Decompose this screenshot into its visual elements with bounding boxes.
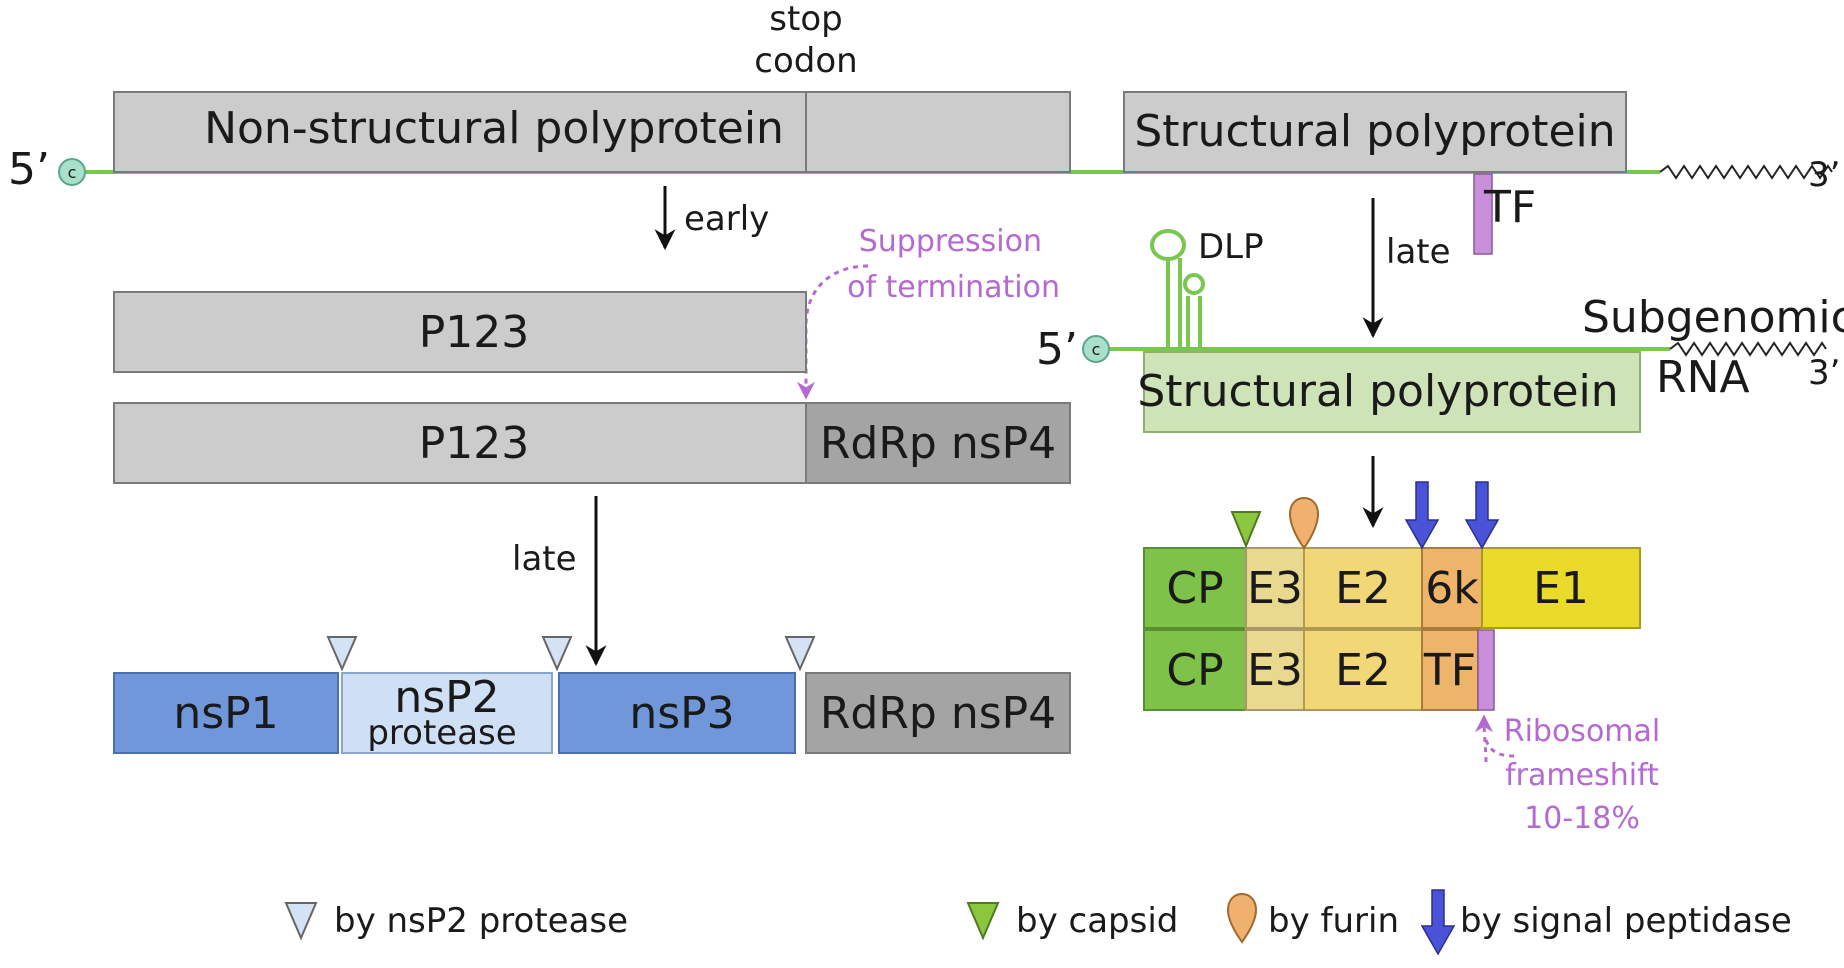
structural-polyprotein-box-subgenomic bbox=[1143, 351, 1641, 433]
subgenomic-cap-label: c bbox=[1092, 340, 1101, 359]
dlp-stem-icon bbox=[1166, 258, 1182, 348]
e3-label-row1: E3 bbox=[1247, 563, 1303, 614]
rdrp-box-p1234 bbox=[805, 402, 1071, 484]
suppression-note-2: of termination bbox=[847, 270, 1060, 305]
nonstructural-polyprotein-box bbox=[113, 91, 807, 173]
nonstructural-polyprotein-label: Non-structural polyprotein bbox=[204, 103, 784, 154]
nsp1-box bbox=[113, 672, 339, 754]
k6-box-row1 bbox=[1421, 547, 1483, 629]
tf-label-row2: TF bbox=[1423, 645, 1476, 696]
capsid-cleavage-marker-icon bbox=[1230, 511, 1262, 549]
subgenomic-cap-icon bbox=[1082, 335, 1110, 363]
rdrp-label-p1234: RdRp nsP4 bbox=[820, 418, 1056, 469]
stop-codon-label-1: stop bbox=[769, 0, 842, 39]
tf-box-row2 bbox=[1421, 629, 1479, 711]
nsp1-label: nsP1 bbox=[173, 688, 278, 739]
poly-a-tail-icon bbox=[1659, 164, 1833, 180]
cp-box-row2 bbox=[1143, 629, 1247, 711]
nonstructural-processing: early Suppression of termination P123 P1… bbox=[113, 186, 1071, 754]
k6-label-row1: 6k bbox=[1425, 563, 1479, 614]
subgenomic-poly-a-tail-icon bbox=[1669, 341, 1827, 357]
furin-cleavage-marker-icon bbox=[1288, 496, 1320, 550]
nsp2-box bbox=[341, 672, 553, 754]
signal-peptidase-marker-icon bbox=[1404, 481, 1440, 550]
five-prime-label: 5’ bbox=[8, 144, 50, 195]
nsp2-cleavage-marker-icon bbox=[326, 636, 358, 672]
p123-label-bottom: P123 bbox=[419, 418, 530, 469]
p123-box-top bbox=[113, 291, 807, 373]
frameshift-note-2: frameshift bbox=[1505, 758, 1659, 793]
legend: by nsP2 protease by capsid by furin by s… bbox=[284, 889, 1792, 956]
cap-icon bbox=[58, 158, 86, 186]
dlp-loop-icon bbox=[1183, 273, 1205, 295]
e2-box-row2 bbox=[1303, 629, 1423, 711]
e1-box-row1 bbox=[1481, 547, 1641, 629]
subgenomic-label-2: RNA bbox=[1656, 352, 1750, 403]
legend-nsp2-marker-icon bbox=[284, 902, 318, 941]
structural-processing: late DLP 5’ c 3’ Subgenomic RNA Structur… bbox=[1036, 198, 1844, 836]
subgenomic-three-prime-label: 3’ bbox=[1808, 353, 1840, 393]
stop-codon-label-2: codon bbox=[754, 41, 857, 81]
readthrough-region-box bbox=[805, 91, 1071, 173]
subgenomic-five-prime-label: 5’ bbox=[1036, 324, 1078, 375]
e2-box-row1 bbox=[1303, 547, 1423, 629]
cp-label-row1: CP bbox=[1166, 563, 1223, 614]
nsp2-label: nsP2 bbox=[394, 672, 499, 723]
e2-label-row2: E2 bbox=[1335, 645, 1391, 696]
nsp2-cleavage-marker-icon bbox=[541, 636, 573, 672]
structural-polyprotein-label-subgenomic: Structural polyprotein bbox=[1137, 366, 1618, 417]
dlp-loop-icon bbox=[1150, 229, 1186, 261]
frameshift-note-1: Ribosomal bbox=[1504, 714, 1661, 749]
three-prime-label: 3’ bbox=[1808, 155, 1840, 195]
nsp3-box bbox=[558, 672, 796, 754]
e1-label-row1: E1 bbox=[1533, 563, 1589, 614]
e2-label-row1: E2 bbox=[1335, 563, 1391, 614]
legend-capsid-label: by capsid bbox=[1016, 901, 1178, 941]
signal-peptidase-marker-icon bbox=[1464, 481, 1500, 550]
legend-furin-marker-icon bbox=[1226, 892, 1258, 944]
legend-nsp2-label: by nsP2 protease bbox=[334, 901, 628, 941]
nsp3-label: nsP3 bbox=[629, 688, 734, 739]
legend-furin-label: by furin bbox=[1268, 901, 1399, 941]
legend-signal-peptidase-label: by signal peptidase bbox=[1460, 901, 1792, 941]
p123-label-top: P123 bbox=[419, 307, 530, 358]
rdrp-box-nsp4 bbox=[805, 672, 1071, 754]
legend-signal-peptidase-marker-icon bbox=[1420, 889, 1456, 956]
nsp2-cleavage-marker-icon bbox=[784, 636, 816, 672]
p123-box-bottom bbox=[113, 402, 807, 484]
late-label-right: late bbox=[1386, 232, 1451, 272]
tf-label-genomic: TF bbox=[1483, 182, 1536, 233]
structural-polyprotein-label-genomic: Structural polyprotein bbox=[1134, 106, 1615, 157]
tf-frame-box bbox=[1473, 173, 1493, 255]
frameshift-note-3: 10-18% bbox=[1524, 801, 1640, 836]
genomic-rna: 5’ c 3’ Non-structural polyprotein Struc… bbox=[8, 0, 1840, 255]
tf-frameshift-tail bbox=[1477, 629, 1495, 711]
legend-capsid-marker-icon bbox=[966, 902, 1000, 941]
early-label: early bbox=[684, 199, 769, 239]
suppression-note-1: Suppression bbox=[859, 224, 1042, 259]
dlp-stem-icon bbox=[1186, 296, 1202, 348]
frameshift-arrow bbox=[1475, 714, 1494, 763]
dlp-label: DLP bbox=[1198, 227, 1264, 267]
rdrp-label-nsp4: RdRp nsP4 bbox=[820, 688, 1056, 739]
frameshift-connector bbox=[1484, 739, 1515, 758]
e3-label-row2: E3 bbox=[1247, 645, 1303, 696]
cp-box-row1 bbox=[1143, 547, 1247, 629]
cp-label-row2: CP bbox=[1166, 645, 1223, 696]
cap-label: c bbox=[68, 163, 77, 182]
structural-polyprotein-box-genomic bbox=[1123, 91, 1627, 173]
e3-box-row2 bbox=[1245, 629, 1305, 711]
late-label-left: late bbox=[512, 539, 577, 579]
nsp2-protease-label: protease bbox=[367, 713, 516, 753]
subgenomic-label-1: Subgenomic bbox=[1582, 292, 1844, 343]
